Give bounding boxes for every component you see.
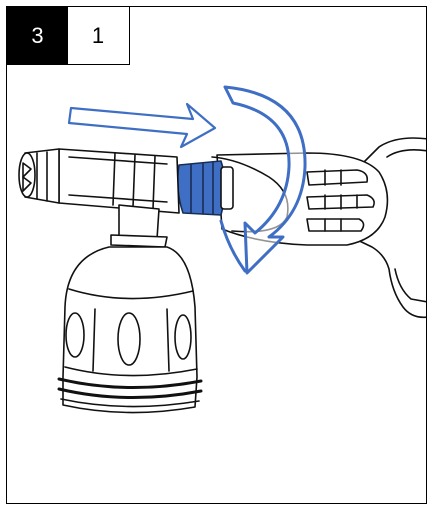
rotate-arrow-icon [219,85,307,275]
foam-nozzle-tube [18,148,180,214]
push-arrow-icon [67,102,217,149]
quick-connect-collar [176,160,234,216]
lance-grip [211,152,389,246]
substep-number-box: 1 [67,7,130,65]
bottle-neck [110,204,168,248]
assembly-illustration [18,85,426,414]
step-number-badge: 3 [7,7,68,65]
substep-number: 1 [91,22,105,48]
foam-bottle [57,246,203,414]
instruction-panel: 3 1 [6,6,427,504]
step-number: 3 [31,23,44,48]
